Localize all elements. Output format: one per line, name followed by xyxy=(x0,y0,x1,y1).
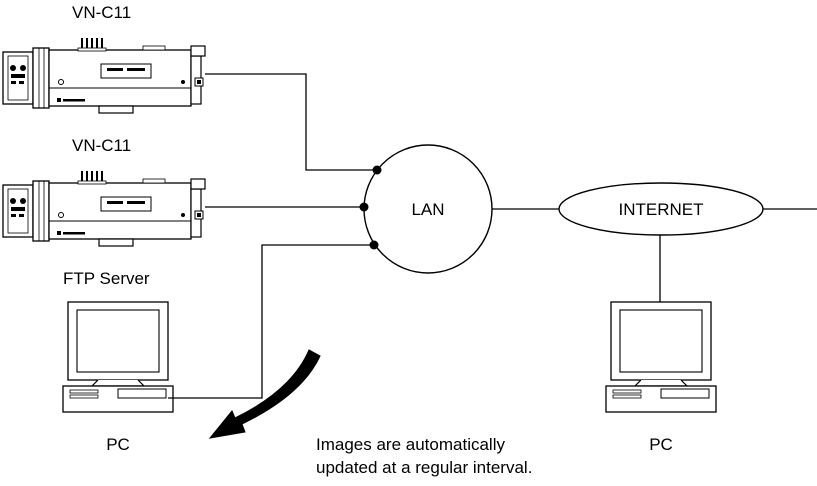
ftp-server-title: FTP Server xyxy=(63,269,150,288)
note-line-2: updated at a regular interval. xyxy=(316,458,532,477)
lan-port-top xyxy=(372,165,382,175)
camera-middle-icon xyxy=(2,170,206,247)
network-cables xyxy=(168,73,817,399)
remote-pc-label: PC xyxy=(649,435,673,454)
remote-pc-icon xyxy=(605,301,717,413)
lan-port-middle xyxy=(359,202,369,212)
cable-camera-top xyxy=(205,73,377,171)
ftp-server-pc-icon xyxy=(62,301,174,413)
internet-label: INTERNET xyxy=(619,200,704,219)
internet-node xyxy=(558,182,764,236)
camera-top-icon xyxy=(2,37,206,114)
camera-top-label: VN-C11 xyxy=(72,3,131,22)
lan-label: LAN xyxy=(411,200,444,219)
curved-arrow-icon xyxy=(208,349,321,439)
lan-port-bottom xyxy=(369,240,379,250)
cable-ftp-server xyxy=(168,244,374,399)
note-line-1: Images are automatically xyxy=(316,435,505,454)
ftp-server-pc-label: PC xyxy=(106,435,130,454)
camera-middle-label: VN-C11 xyxy=(72,136,131,155)
